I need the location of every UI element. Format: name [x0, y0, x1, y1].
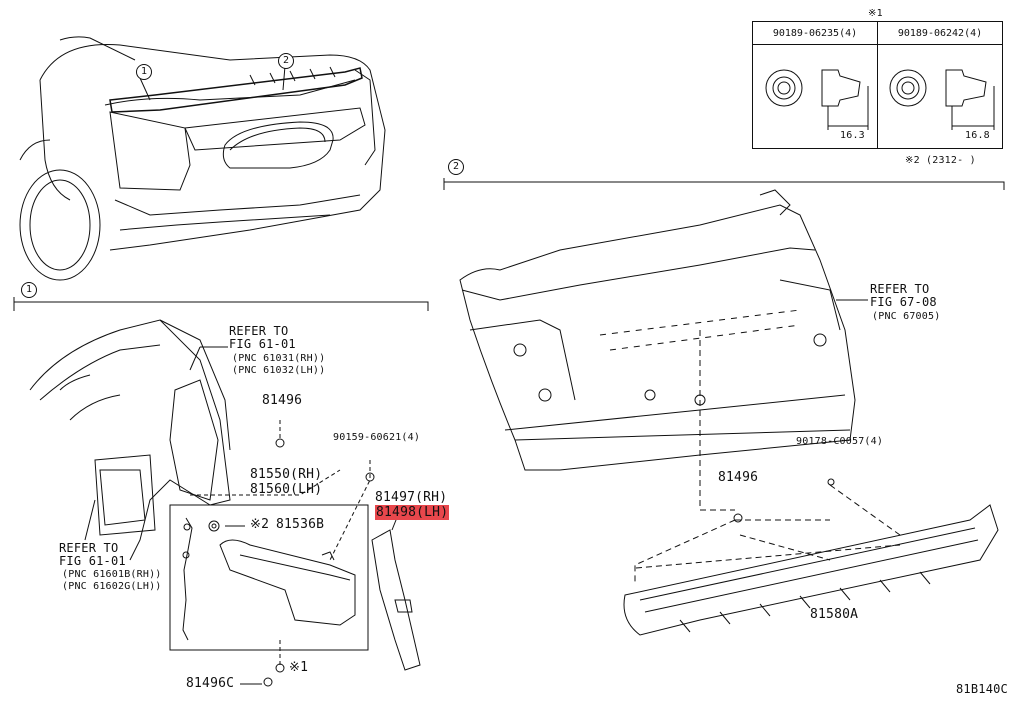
fastener-part-2: 90189-06242(4)	[877, 21, 1003, 45]
refer-left-line4: (PNC 61602G(LH))	[62, 581, 162, 592]
fastener-note-1: ※1	[868, 8, 883, 19]
refer-top-line4: (PNC 61032(LH))	[232, 365, 326, 376]
section-1-marker: 1	[21, 282, 37, 298]
note-2-date: ※2 (2312- )	[905, 155, 976, 166]
part-81498[interactable]: 81498(LH)	[375, 505, 450, 520]
refer-left-line1: REFER TO	[59, 541, 119, 555]
vehicle-rear-illustration	[19, 36, 386, 281]
refer-left-line2: FIG 61-01	[59, 554, 126, 568]
part-81536b: 81536B	[276, 517, 325, 532]
part-81496-door: 81496	[718, 470, 759, 485]
housing-assembly	[182, 517, 356, 641]
part-81536b-note: ※2	[250, 517, 270, 532]
refer-top-line1: REFER TO	[229, 324, 289, 338]
part-81496c: 81496C	[186, 676, 235, 691]
fastener-part-1: 90189-06235(4)	[752, 21, 878, 45]
refer-left-line3: (PNC 61601B(RH))	[62, 569, 162, 580]
figure-code: 81B140C	[956, 682, 1008, 696]
part-81550: 81550(RH)	[250, 467, 323, 482]
side-garnish	[371, 509, 421, 671]
refer-top-line3: (PNC 61031(RH))	[232, 353, 326, 364]
part-81496: 81496	[262, 393, 303, 408]
rear-garnish-bar	[623, 504, 999, 636]
fastener-dim-2: 16.8	[965, 130, 990, 141]
fastener-dim-1: 16.3	[840, 130, 865, 141]
quarter-panel-illustration	[29, 319, 231, 561]
part-81498-highlighted[interactable]: 81498(LH)	[375, 505, 450, 520]
fastener-table: 90189-06235(4) 90189-06242(4)	[752, 21, 1003, 149]
refer-top-line2: FIG 61-01	[229, 337, 296, 351]
section-2-marker: 2	[448, 159, 464, 175]
part-81580a: 81580A	[810, 607, 859, 622]
refer-door-line1: REFER TO	[870, 282, 930, 296]
part-90178: 90178-C0057(4)	[796, 436, 884, 447]
part-90159: 90159-60621(4)	[333, 432, 421, 443]
back-door-illustration	[459, 189, 856, 471]
refer-door-line3: (PNC 67005)	[872, 311, 941, 322]
refer-door-line2: FIG 67-08	[870, 295, 937, 309]
part-81496c-note: ※1	[289, 660, 309, 675]
callout-2: 2	[278, 53, 294, 69]
callout-1: 1	[136, 64, 152, 80]
part-81560: 81560(LH)	[250, 482, 323, 497]
part-81497: 81497(RH)	[375, 490, 448, 505]
